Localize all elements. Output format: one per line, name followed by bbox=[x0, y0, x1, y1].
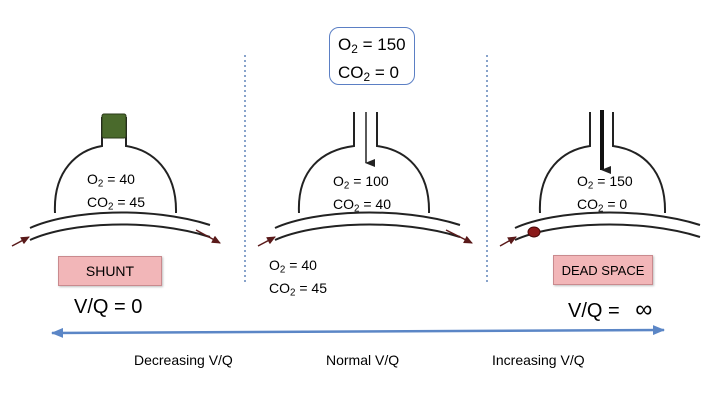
shunt-airway-plug bbox=[101, 113, 127, 139]
dead-space-label: DEAD SPACE bbox=[553, 255, 653, 285]
inspired-o2: O2 = 150 bbox=[338, 35, 406, 56]
axis-label-decreasing: Decreasing V/Q bbox=[134, 352, 233, 368]
inspired-o2-value: 150 bbox=[377, 35, 406, 54]
dead-space-clot bbox=[527, 226, 541, 238]
dead-space-o2-value: 150 bbox=[609, 173, 633, 189]
dead-space-alveolus bbox=[538, 112, 667, 214]
normal-flow-in-arrow bbox=[257, 236, 276, 247]
dead-space-flow-in-arrow bbox=[499, 236, 517, 247]
shunt-flow-out-arrow bbox=[195, 229, 221, 244]
inspired-air-box: O2 = 150 CO2 = 0 bbox=[329, 27, 415, 85]
shunt-label: SHUNT bbox=[58, 256, 162, 286]
shunt-co2-value: 45 bbox=[129, 194, 145, 211]
normal-co2-value: 40 bbox=[375, 196, 391, 213]
normal-alveolus-values: O2 = 100 CO2 = 40 bbox=[333, 173, 391, 215]
normal-flow-out-arrow bbox=[445, 229, 473, 244]
venous-blood-values: O2 = 40 CO2 = 45 bbox=[269, 257, 327, 299]
normal-alveolus bbox=[297, 112, 431, 214]
axis-label-normal: Normal V/Q bbox=[326, 352, 400, 368]
inspired-co2-value: 0 bbox=[389, 62, 399, 82]
dead-space-vq-text: V/Q = bbox=[568, 300, 626, 322]
dead-space-alveolus-values: O2 = 150 CO2 = 0 bbox=[577, 173, 633, 215]
venous-o2-value: 40 bbox=[301, 257, 317, 273]
shunt-alveolus bbox=[53, 113, 178, 214]
dead-space-vq-ratio: V/Q = ∞ bbox=[568, 296, 652, 324]
shunt-flow-in-arrow bbox=[11, 236, 30, 247]
normal-o2-value: 100 bbox=[365, 173, 389, 189]
vq-axis-arrow bbox=[51, 325, 665, 338]
normal-capillary bbox=[274, 211, 461, 241]
shunt-vq-ratio: V/Q = 0 bbox=[74, 296, 143, 318]
dead-space-co2-value: 0 bbox=[619, 196, 628, 213]
shunt-capillary bbox=[29, 211, 211, 241]
shunt-o2-value: 40 bbox=[119, 171, 135, 187]
shunt-alveolus-values: O2 = 40 CO2 = 45 bbox=[87, 171, 145, 213]
infinity-symbol: ∞ bbox=[635, 296, 653, 323]
venous-co2-value: 45 bbox=[311, 280, 327, 297]
inspired-co2: CO2 = 0 bbox=[338, 62, 399, 84]
axis-label-increasing: Increasing V/Q bbox=[492, 352, 585, 368]
